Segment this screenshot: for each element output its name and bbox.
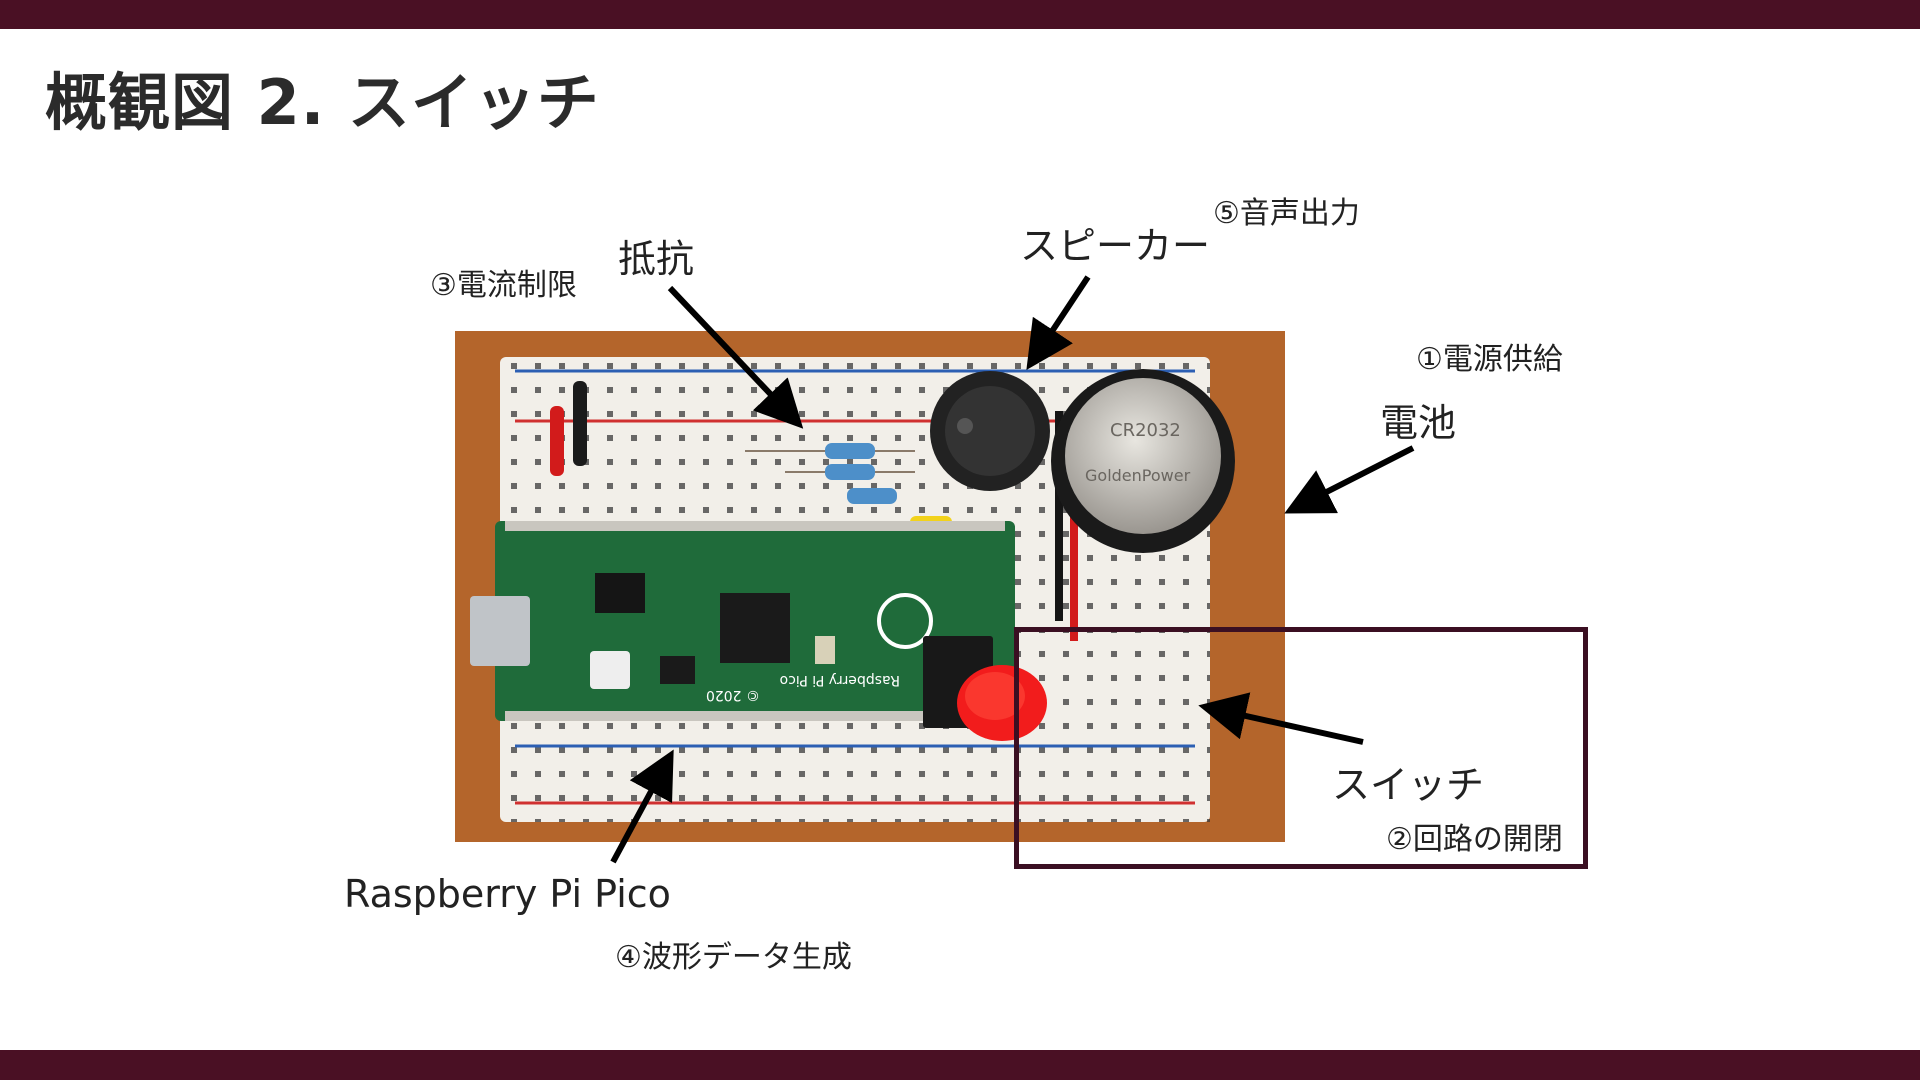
battery-brand-text: GoldenPower: [1085, 466, 1191, 485]
label-switch: スイッチ: [1332, 763, 1485, 807]
label-power-supply: ①電源供給: [1416, 342, 1563, 377]
pico-silkscreen-text: Raspberry Pi Pico: [780, 672, 900, 688]
battery-arrow: [1284, 445, 1415, 514]
slide-title: 概観図 2. スイッチ: [45, 66, 600, 139]
battery-model-text: CR2032: [1110, 420, 1181, 441]
label-speaker: スピーカー: [1020, 224, 1211, 268]
label-waveform: ④波形データ生成: [615, 940, 852, 975]
circuit-photo: CR2032 GoldenPower Raspberry Pi Pico © 2…: [455, 331, 1285, 842]
label-current-limit: ③電流制限: [430, 268, 577, 303]
bottom-accent-band: [0, 1050, 1920, 1080]
label-audio-output: ⑤音声出力: [1213, 196, 1360, 231]
label-resistor: 抵抗: [618, 237, 695, 281]
year-silkscreen-text: © 2020: [706, 687, 760, 703]
label-battery: 電池: [1380, 401, 1457, 445]
label-circuit-open-close: ②回路の開閉: [1386, 822, 1563, 857]
top-accent-band: [0, 0, 1920, 29]
switch-highlight-box: [1014, 627, 1588, 869]
label-pico: Raspberry Pi Pico: [344, 872, 671, 916]
